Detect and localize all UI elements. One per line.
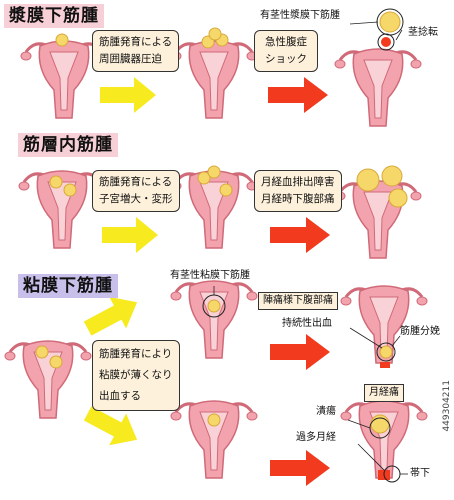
symptom-line-2: 月経時下腹部痛 [261,193,335,205]
symptom-line-1: 月経血排出障害 [261,176,335,188]
symptom-pain-label: 陣痛様下腹部痛 [258,292,338,310]
section-title-subserosal: 漿膜下筋腫 [4,4,104,28]
uterus-normal-3 [3,339,93,420]
growth-line-1: 筋腫発育による [99,176,173,188]
red-arrow-1 [268,77,328,113]
yellow-arrow-2 [102,217,158,253]
stock-id: 449304211 [442,380,452,432]
growth-line-1: 筋腫発育により [99,348,173,360]
red-arrow-3b [270,450,330,486]
red-arrow-3a [270,334,330,370]
symptom-discharge-label: 帯下 [410,468,430,479]
growth-box-submucosal: 筋腫発育により 粘膜が薄くなり 出血する [92,340,180,411]
callout-pedunculated-subserosal: 有茎性漿膜下筋腫 [260,10,340,21]
symptom-dysmenorrhea-label: 月経痛 [364,384,404,402]
uterus-large-2 [333,165,423,260]
growth-line-3: 出血する [99,390,141,402]
growth-box-subserosal: 筋腫発育による 周囲臓器圧迫 [92,30,180,72]
growth-box-intramural: 筋腫発育による 子宮増大・変形 [92,170,180,212]
uterus-grown-1 [169,27,259,120]
growth-line-2: 粘膜が薄くなり [99,369,173,381]
uterus-grown-2 [169,165,259,250]
section-title-intramural: 筋層内筋腫 [18,133,118,157]
uterus-torsion-1 [333,8,423,128]
growth-line-2: 子宮増大・変形 [99,193,173,205]
section-title-submucosal: 粘膜下筋腫 [18,274,118,298]
red-arrow-2 [270,217,330,253]
complication-line-2: ショック [265,53,307,65]
yellow-arrow-1 [100,77,156,113]
symptom-delivery-label: 筋腫分娩 [400,326,440,337]
complication-box-subserosal: 急性腹症 ショック [254,30,318,72]
growth-line-1: 筋腫発育による [99,36,173,48]
callout-torsion: 茎捻転 [408,27,438,38]
uterus-submucosal-3b [169,399,259,480]
complication-line-1: 急性腹症 [265,36,307,48]
symptom-bleeding-label: 持続性出血 [282,318,332,329]
growth-line-2: 周囲臓器圧迫 [99,53,162,65]
symptom-ulcer-label: 潰瘍 [316,406,336,417]
callout-pedunculated-submucosal: 有茎性粘膜下筋腫 [170,270,250,281]
symptom-menorrhagia-label: 過多月経 [296,432,336,443]
uterus-delivery-3a [339,284,429,368]
symptom-box-intramural: 月経血排出障害 月経時下腹部痛 [254,170,342,212]
